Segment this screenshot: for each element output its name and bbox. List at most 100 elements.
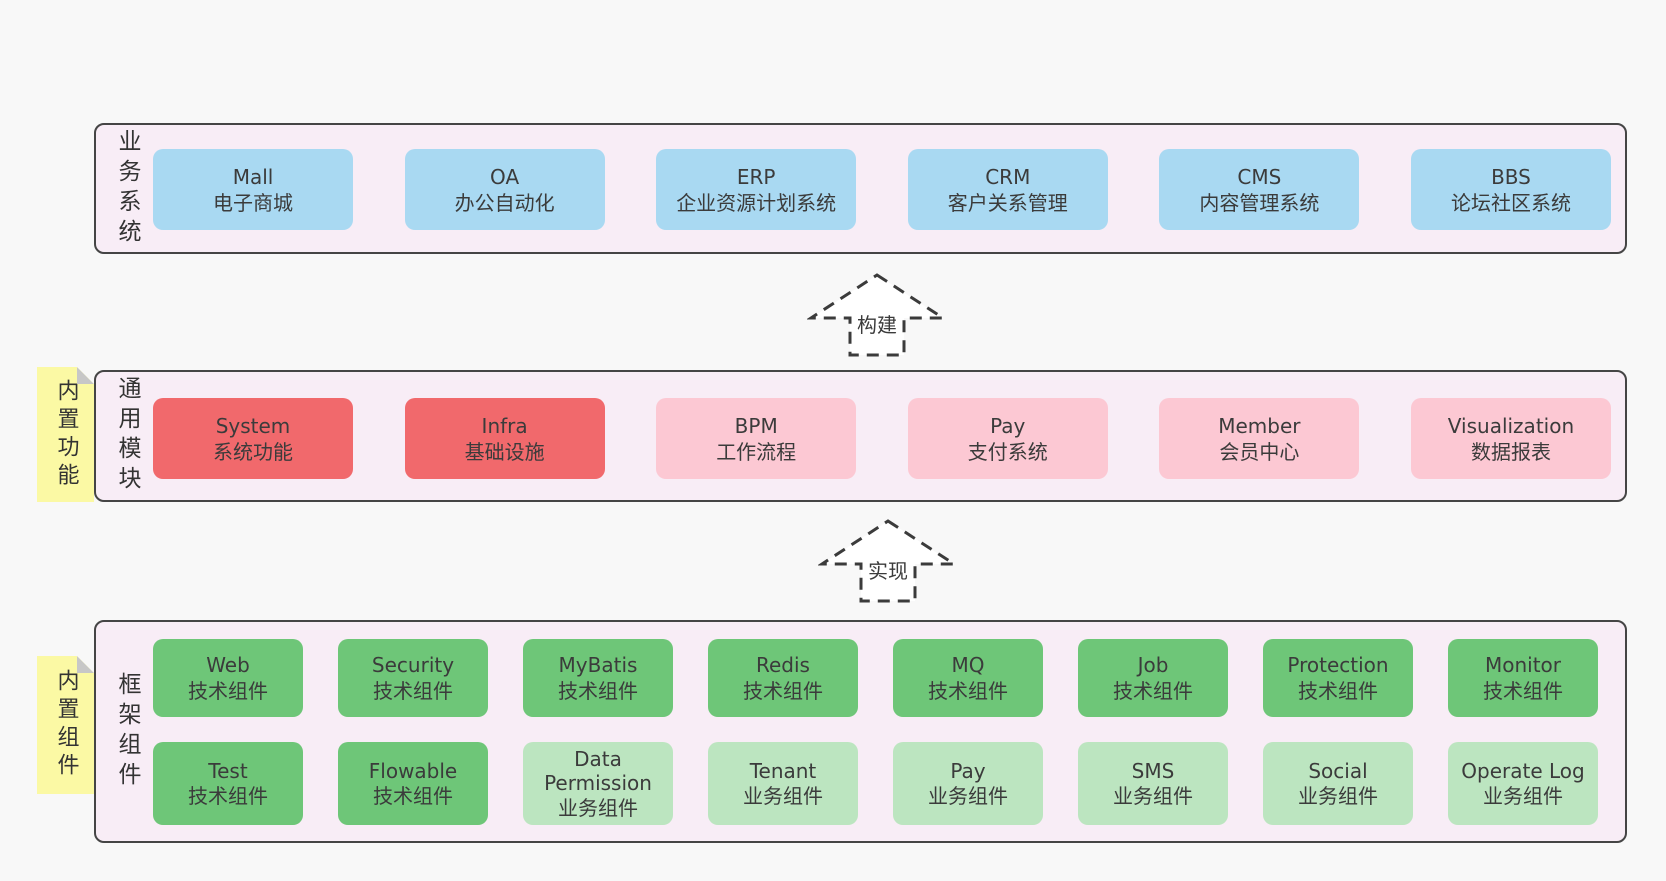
box-bpm: BPM 工作流程 [656,398,857,479]
box-visualization-name: Visualization [1447,413,1575,438]
box-flowable: Flowable 技术组件 [338,742,488,825]
box-mall-name: Mall [232,164,274,189]
box-protection-desc: 技术组件 [1298,679,1378,703]
box-mall: Mall 电子商城 [153,149,353,230]
box-crm-name: CRM [985,164,1031,189]
box-member-desc: 会员中心 [1219,439,1300,464]
box-sms: SMS 业务组件 [1078,742,1228,825]
box-operate-log-name: Operate Log [1461,758,1585,783]
box-flowable-desc: 技术组件 [373,783,453,808]
business-boxes-row: Mall 电子商城 OA 办公自动化 ERP 企业资源计划系统 CRM 客户关系… [153,149,1611,230]
box-tenant: Tenant 业务组件 [708,742,858,825]
common-modules-panel: 通用模块 System 系统功能 Infra 基础设施 BPM 工作流程 Pay… [94,370,1627,502]
box-data-permission-name: Data Permission [544,746,652,795]
sticky-built-in-components: 内置组件 [37,656,94,794]
box-redis-desc: 技术组件 [743,679,823,703]
box-member-name: Member [1218,413,1301,438]
box-cms: CMS 内容管理系统 [1159,149,1360,230]
box-system-name: System [215,413,291,438]
box-mybatis: MyBatis 技术组件 [523,639,673,717]
box-infra: Infra 基础设施 [404,398,605,479]
box-system-desc: 系统功能 [213,439,293,464]
box-erp: ERP 企业资源计划系统 [656,149,857,230]
box-social-desc: 业务组件 [1298,783,1378,808]
box-security: Security 技术组件 [338,639,488,717]
box-test-name: Test [208,758,248,783]
box-crm-desc: 客户关系管理 [947,190,1068,215]
box-mq: MQ 技术组件 [893,639,1043,717]
box-web: Web 技术组件 [153,639,303,717]
box-erp-desc: 企业资源计划系统 [676,190,837,215]
box-visualization: Visualization 数据报表 [1410,398,1611,479]
box-job: Job 技术组件 [1078,639,1228,717]
box-bbs-desc: 论坛社区系统 [1450,190,1571,215]
box-member: Member 会员中心 [1159,398,1360,479]
box-cms-desc: 内容管理系统 [1199,190,1320,215]
business-systems-panel: 业务系统 Mall 电子商城 OA 办公自动化 ERP 企业资源计划系统 CRM… [94,123,1627,254]
box-protection: Protection 技术组件 [1263,639,1413,717]
box-social-name: Social [1308,758,1368,783]
modules-panel-label: 通用模块 [114,376,140,496]
box-web-desc: 技术组件 [188,679,268,703]
build-arrow-label: 构建 [854,309,900,338]
business-panel-label: 业务系统 [114,128,140,249]
box-oa-name: OA [490,164,520,189]
box-flowable-name: Flowable [368,758,458,783]
box-cms-name: CMS [1237,164,1282,189]
box-erp-name: ERP [736,164,776,189]
box-job-desc: 技术组件 [1113,679,1193,703]
components-panel-label: 框架组件 [114,671,140,792]
folded-corner-icon [77,367,94,384]
box-tenant-desc: 业务组件 [743,783,823,808]
box-test-desc: 技术组件 [188,783,268,808]
components-row-2: Test 技术组件 Flowable 技术组件 Data Permission … [153,742,1598,825]
box-web-name: Web [206,653,250,677]
box-pay-component-name: Pay [950,758,986,783]
box-social: Social 业务组件 [1263,742,1413,825]
box-tenant-name: Tenant [749,758,817,783]
box-pay-module: Pay 支付系统 [907,398,1108,479]
box-bpm-name: BPM [734,413,778,438]
box-protection-name: Protection [1287,653,1389,677]
box-bbs: BBS 论坛社区系统 [1410,149,1611,230]
box-security-name: Security [371,653,455,677]
box-redis-name: Redis [756,653,810,677]
box-operate-log: Operate Log 业务组件 [1448,742,1598,825]
box-data-permission: Data Permission 业务组件 [523,742,673,825]
box-oa: OA 办公自动化 [404,149,605,230]
box-data-permission-desc: 业务组件 [558,795,638,820]
box-mall-desc: 电子商城 [213,190,293,215]
box-monitor-desc: 技术组件 [1483,679,1563,703]
box-operate-log-desc: 业务组件 [1483,783,1563,808]
box-sms-desc: 业务组件 [1113,783,1193,808]
sticky-built-in-features: 内置功能 [37,367,94,502]
box-system: System 系统功能 [153,398,353,479]
box-security-desc: 技术组件 [373,679,453,703]
build-arrow: 构建 [807,271,947,359]
components-row-1: Web 技术组件 Security 技术组件 MyBatis 技术组件 Redi… [153,639,1598,717]
box-job-name: Job [1137,653,1169,677]
box-bbs-name: BBS [1491,164,1531,189]
implement-arrow: 实现 [818,517,958,605]
sticky-built-in-features-label: 内置功能 [53,378,79,491]
box-mq-name: MQ [951,653,985,677]
box-monitor-name: Monitor [1484,653,1562,677]
box-mybatis-name: MyBatis [558,653,638,677]
box-mq-desc: 技术组件 [928,679,1008,703]
box-pay-module-desc: 支付系统 [967,439,1048,464]
sticky-built-in-components-label: 内置组件 [53,669,79,781]
box-pay-module-name: Pay [990,413,1026,438]
box-crm: CRM 客户关系管理 [907,149,1108,230]
folded-corner-icon [77,656,94,673]
box-sms-name: SMS [1131,758,1175,783]
box-visualization-desc: 数据报表 [1470,439,1551,464]
box-monitor: Monitor 技术组件 [1448,639,1598,717]
box-oa-desc: 办公自动化 [454,190,555,215]
box-infra-name: Infra [481,413,528,438]
box-mybatis-desc: 技术组件 [558,679,638,703]
box-pay-component: Pay 业务组件 [893,742,1043,825]
box-test: Test 技术组件 [153,742,303,825]
box-infra-desc: 基础设施 [464,439,545,464]
modules-boxes-row: System 系统功能 Infra 基础设施 BPM 工作流程 Pay 支付系统… [153,398,1611,479]
framework-components-panel: 框架组件 Web 技术组件 Security 技术组件 MyBatis 技术组件… [94,620,1627,843]
